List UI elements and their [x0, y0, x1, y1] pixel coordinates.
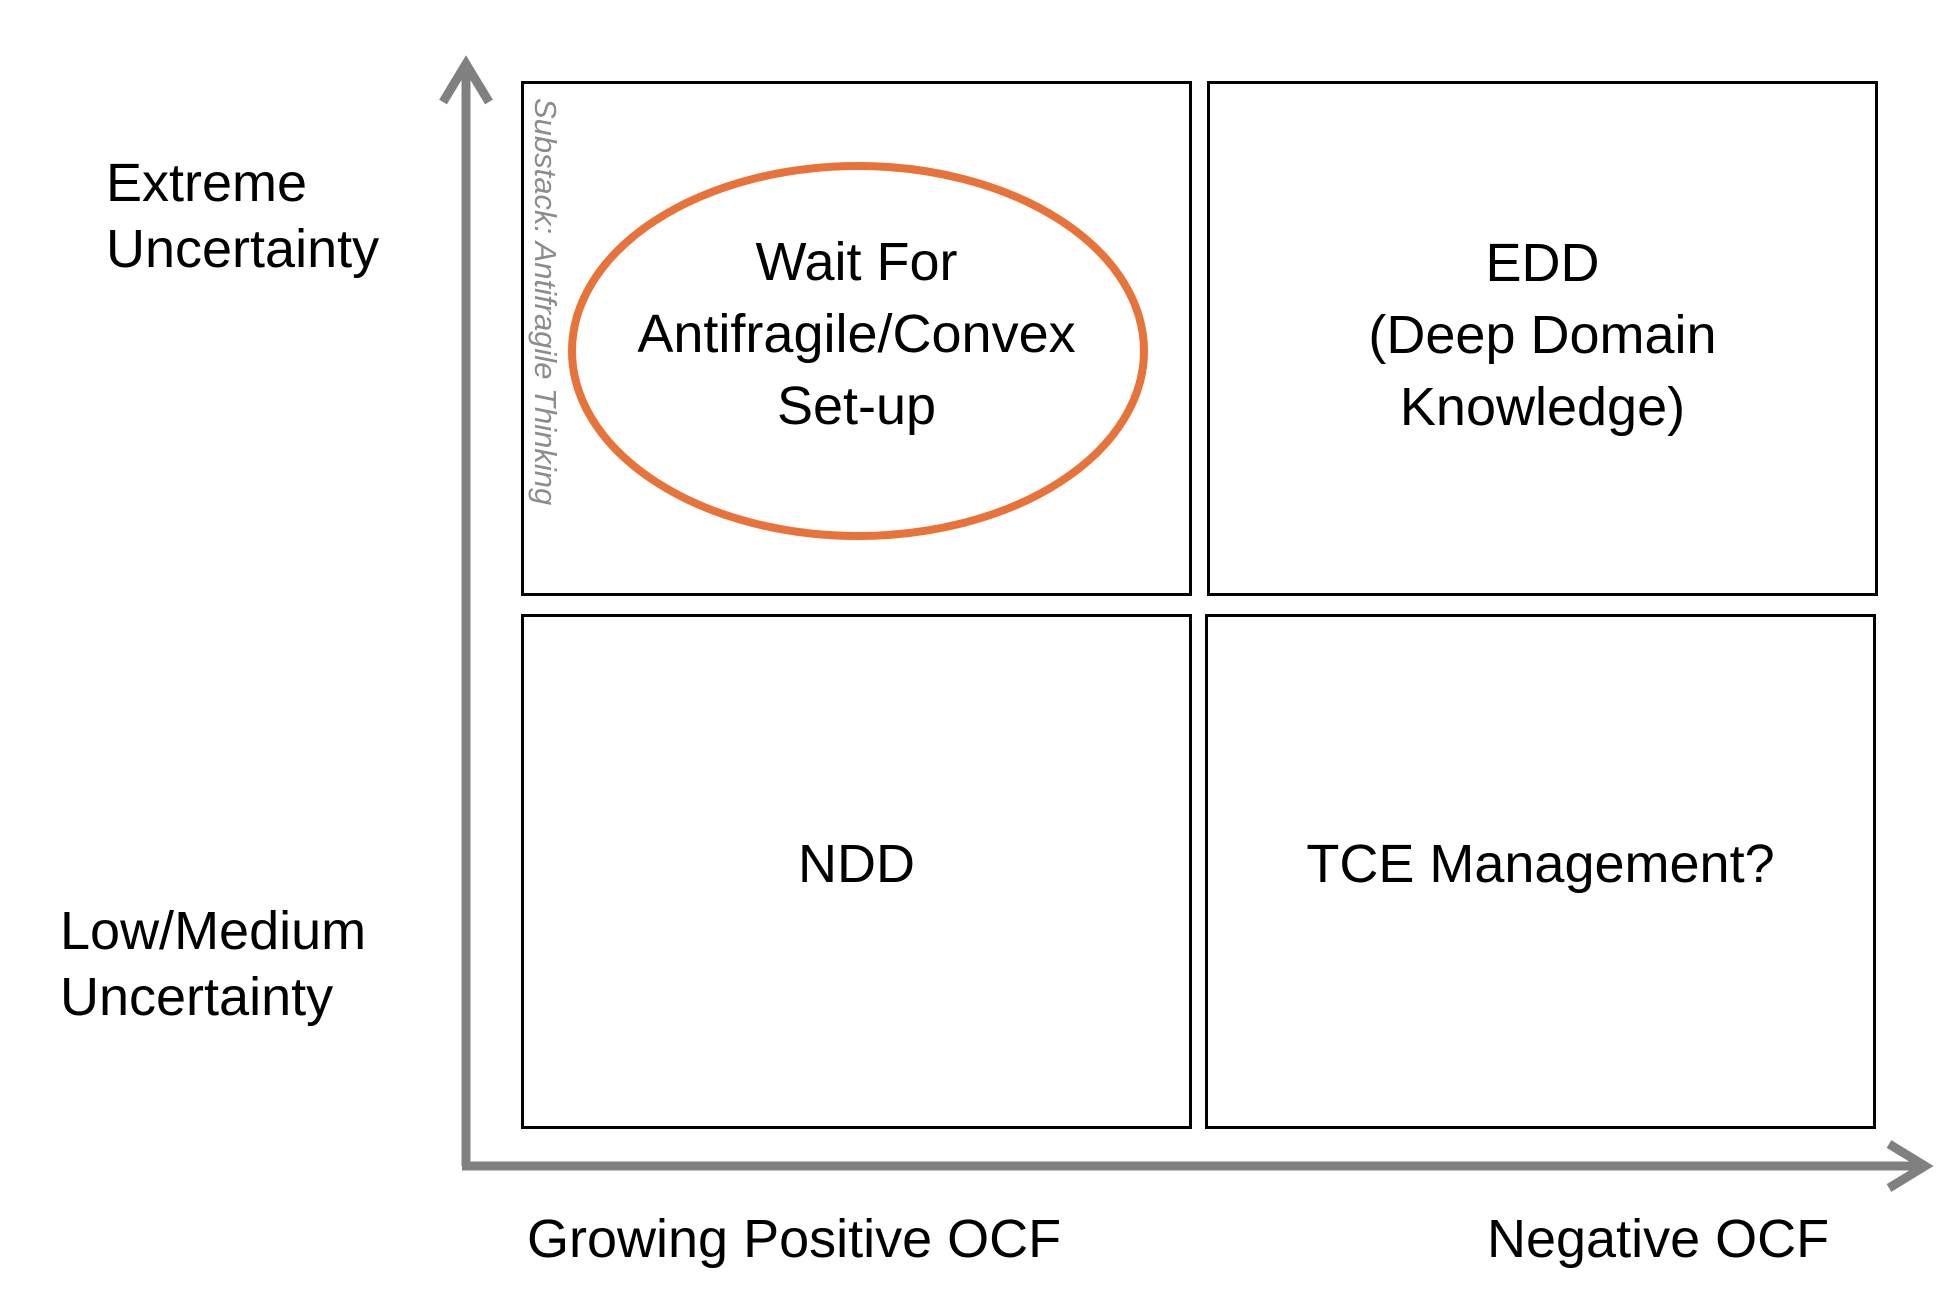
quadrant-top-left-line-2: Antifragile/Convex [637, 303, 1076, 364]
quadrant-bottom-left-line-1: NDD [798, 834, 915, 894]
y-axis-label-high-line-1: Extreme [106, 153, 308, 213]
quadrant-bottom-right: TCE Management? [1205, 614, 1876, 1129]
quadrant-bottom-right-text: TCE Management? [1306, 828, 1774, 900]
quadrant-top-right: EDD (Deep Domain Knowledge) [1207, 81, 1878, 596]
y-axis-label-low-line-2: Uncertainty [60, 967, 334, 1027]
y-axis-label-low-line-1: Low/Medium [60, 901, 367, 961]
quadrant-bottom-right-line-1: TCE Management? [1306, 834, 1775, 894]
quadrant-top-right-line-3: Knowledge) [1399, 376, 1686, 437]
quadrant-top-left-line-3: Set-up [776, 375, 937, 436]
y-axis [439, 55, 493, 1166]
quadrant-top-left-line-1: Wait For [755, 231, 958, 292]
y-axis-label-high-line-2: Uncertainty [106, 219, 380, 279]
quadrant-bottom-left: NDD [521, 614, 1192, 1129]
quadrant-bottom-left-text: NDD [798, 828, 915, 900]
quadrant-top-right-line-2: (Deep Domain [1368, 304, 1717, 365]
x-axis-label-left: Growing Positive OCF [527, 1209, 1062, 1269]
quadrant-top-left-text: Wait For Antifragile/Convex Set-up [637, 226, 1075, 442]
quadrant-top-right-text: EDD (Deep Domain Knowledge) [1368, 227, 1716, 443]
quadrant-top-left: Wait For Antifragile/Convex Set-up [521, 81, 1192, 596]
x-axis-label-right: Negative OCF [1487, 1209, 1830, 1269]
x-axis-arrowhead [1886, 1140, 1934, 1192]
y-axis-label-high: Extreme Uncertainty [106, 150, 379, 282]
y-axis-arrowhead [439, 55, 493, 105]
watermark-text: Substack: Antifragile Thinking [528, 98, 563, 506]
quadrant-top-right-line-1: EDD [1485, 232, 1600, 293]
x-axis [462, 1140, 1934, 1192]
y-axis-label-low: Low/Medium Uncertainty [60, 898, 366, 1030]
